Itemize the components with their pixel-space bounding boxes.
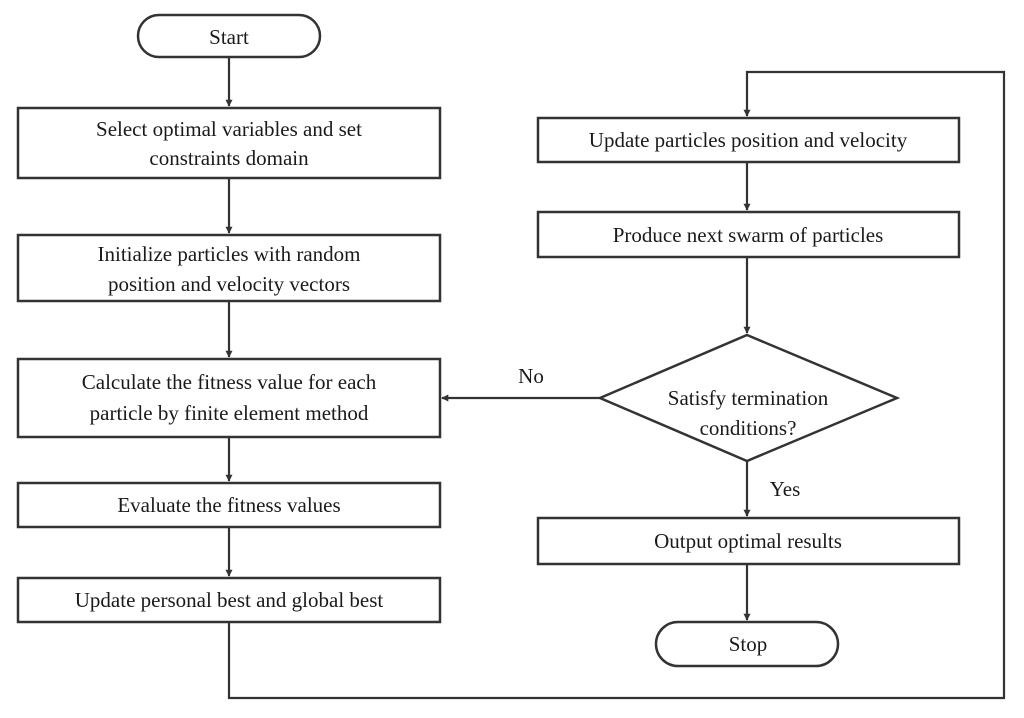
produce-swarm-box: Produce next swarm of particles <box>536 210 961 259</box>
termination-decision: Satisfy termination conditions? <box>596 333 901 463</box>
calculate-fitness-label-line2: particle by finite element method <box>90 401 369 425</box>
stop-label: Stop <box>729 632 768 656</box>
output-results-box: Output optimal results <box>536 516 961 566</box>
yes-label: Yes <box>770 477 801 501</box>
initialize-particles-label-line2: position and velocity vectors <box>108 272 350 296</box>
select-variables-box: Select optimal variables and set constra… <box>16 106 442 180</box>
stop-terminal: Stop <box>654 620 840 668</box>
update-particles-box: Update particles position and velocity <box>536 116 961 164</box>
loop-connector-to-update-particles <box>227 70 1006 700</box>
initialize-particles-label-line1: Initialize particles with random <box>98 242 361 266</box>
start-terminal: Start <box>136 13 322 59</box>
decision-label-line2: conditions? <box>700 416 797 440</box>
evaluate-fitness-box: Evaluate the fitness values <box>16 481 442 529</box>
select-variables-label-line1: Select optimal variables and set <box>96 117 362 141</box>
produce-swarm-label: Produce next swarm of particles <box>613 223 884 247</box>
update-particles-label: Update particles position and velocity <box>589 128 908 152</box>
update-best-box: Update personal best and global best <box>16 576 442 624</box>
update-best-label: Update personal best and global best <box>75 588 384 612</box>
decision-label-line1: Satisfy termination <box>668 386 829 410</box>
output-results-label: Output optimal results <box>654 529 842 553</box>
calculate-fitness-label-line1: Calculate the fitness value for each <box>82 370 377 394</box>
start-label: Start <box>209 25 249 49</box>
evaluate-fitness-label: Evaluate the fitness values <box>117 493 340 517</box>
initialize-particles-box: Initialize particles with random positio… <box>16 233 442 303</box>
calculate-fitness-box: Calculate the fitness value for each par… <box>16 357 442 439</box>
select-variables-label-line2: constraints domain <box>149 146 309 170</box>
no-label: No <box>518 364 544 388</box>
